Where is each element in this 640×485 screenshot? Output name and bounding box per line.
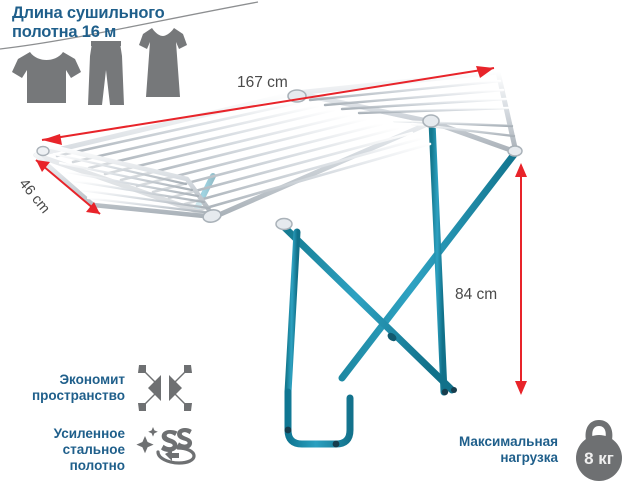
stainless-steel-icon: [136, 427, 196, 465]
rack-hinges: [36, 89, 523, 231]
max-load-badge: Максимальная нагрузка 8 кг: [448, 415, 632, 485]
feature-reinforced-steel: Усиленное стальное полотно: [10, 424, 200, 476]
feature-saves-space: Экономит пространство: [10, 360, 200, 416]
max-load-label: Максимальная нагрузка: [458, 434, 558, 465]
dress-silhouette: [139, 28, 187, 97]
pants-silhouette: [88, 41, 124, 105]
feature-reinforced-steel-label: Усиленное стальное полотно: [53, 426, 125, 473]
kettlebell-value: 8 кг: [584, 449, 614, 468]
compress-arrows-icon: [138, 365, 192, 411]
kettlebell-icon: 8 кг: [576, 420, 622, 481]
page-title: Длина сушильного полотна 16 м: [12, 4, 165, 41]
feature-saves-space-label: Экономит пространство: [32, 372, 125, 403]
length-arrow: [41, 66, 495, 145]
dimension-label-height: 84 cm: [455, 286, 498, 303]
clothesline-group: [0, 1, 259, 105]
tshirt-silhouette: [12, 52, 81, 103]
clothesline-icon: [0, 1, 259, 50]
dimension-arrows: [35, 66, 527, 395]
depth-arrow: [35, 159, 101, 215]
height-arrow: [515, 163, 527, 395]
dimension-label-length: 167 cm: [237, 74, 288, 91]
rack-legs: [193, 118, 520, 448]
